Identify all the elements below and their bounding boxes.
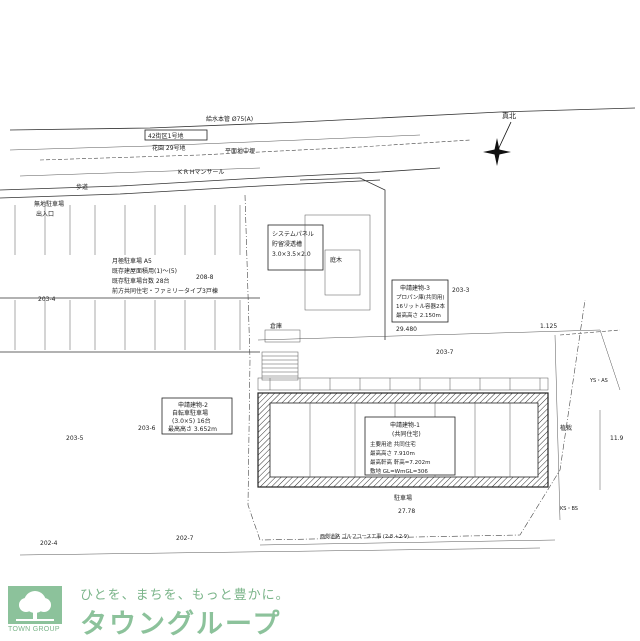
existing-title: 申請建物-2 bbox=[178, 401, 208, 409]
dim-27-label: 27.78 bbox=[398, 508, 415, 515]
top-label-box bbox=[144, 129, 208, 141]
tree-right-label: 植栽 bbox=[560, 424, 572, 432]
parking-title-label: 月極駐車場 A5 bbox=[112, 257, 152, 265]
compass-label: 真北 bbox=[502, 111, 516, 120]
lot-202-4-label: 202-4 bbox=[40, 540, 58, 547]
annex-l2: 16リットル容器2本 bbox=[396, 302, 445, 310]
main-l3: 最高軒高 軒高=7.202m bbox=[370, 458, 430, 466]
brand-sub-label: TOWN GROUP bbox=[8, 626, 60, 633]
lot-203-7-label: 203-7 bbox=[436, 349, 454, 356]
road-top-label: 給水本管 Ø75(A) bbox=[206, 115, 253, 123]
dim-29-label: 29.480 bbox=[396, 326, 417, 333]
main-l2: 最高高さ 7.910m bbox=[370, 449, 415, 457]
annex-title: 申請建物-3 bbox=[400, 284, 430, 292]
property-boundary bbox=[19, 177, 621, 556]
lot-203-3-label: 203-3 bbox=[452, 287, 470, 294]
lot-202-7-label: 202-7 bbox=[176, 535, 194, 542]
tank-label-2: 貯留浸透槽 bbox=[272, 240, 302, 248]
existing-height: 最高高さ 3.652m bbox=[168, 425, 217, 433]
tree-logo-icon bbox=[8, 586, 62, 624]
road-mark-label: 歩道 bbox=[76, 183, 88, 191]
compass-arrow-icon bbox=[483, 121, 512, 166]
lot-203-4-label: 203-4 bbox=[38, 296, 56, 303]
parking-lot-label: 無地駐車場 bbox=[34, 200, 64, 208]
kr-mansion-label: K R Hマンサール bbox=[178, 169, 224, 176]
parking-note3-label: 前方共同住宅・ファミリータイプ3戸棟 bbox=[112, 287, 218, 295]
building-42-label: 42街区1号地 bbox=[148, 132, 183, 140]
right-dimension bbox=[554, 329, 621, 521]
lot-203-5-label: 203-5 bbox=[66, 435, 84, 442]
south-road-label: 西側道路 ゴルフコース工事 (2-8 +2-9) bbox=[320, 533, 409, 540]
annex-box bbox=[391, 279, 449, 323]
brand-name: タウングループ bbox=[80, 609, 282, 640]
main-l1: 主要用途 共同住宅 bbox=[370, 440, 416, 448]
tank-label-1: システムパネル bbox=[272, 231, 314, 238]
main-sub: (共同住宅) bbox=[392, 430, 421, 438]
annex-height: 最高高さ 2.150m bbox=[396, 311, 441, 319]
dim-1125-label: 1.125 bbox=[540, 323, 557, 330]
annex-sub: プロパン庫(共同用) bbox=[396, 293, 445, 301]
stair bbox=[261, 351, 299, 381]
tank-label-3: 3.0×3.5×2.0 bbox=[272, 251, 311, 258]
existing-dims: (3.0×5) 16台 bbox=[172, 417, 211, 425]
main-l4: 敷地 GL=WmGL=306 bbox=[370, 467, 428, 475]
building-garage-label: 花園 29号地 bbox=[152, 144, 186, 152]
existing-sub: 自転車駐車場 bbox=[172, 409, 208, 417]
spot-ys-label: YS・AS bbox=[589, 378, 608, 384]
main-title: 申請建物-1 bbox=[390, 421, 420, 429]
lot-203-6-label: 203-6 bbox=[138, 425, 156, 432]
garden-label: 庭木 bbox=[330, 256, 342, 264]
parking-note1-label: 既存建屋面積用(1)〜(5) bbox=[112, 267, 177, 275]
spot-ks-label: KS・BS bbox=[560, 506, 578, 512]
road-line-label: 平面地中埋 bbox=[225, 147, 255, 155]
tank-area bbox=[264, 214, 371, 343]
existing-building-box bbox=[161, 397, 233, 435]
dim-11-9-label: 11.9 bbox=[610, 435, 624, 442]
storage-label: 倉庫 bbox=[270, 322, 282, 330]
parking-stalls bbox=[0, 205, 260, 353]
lane-label: 駐車場 bbox=[394, 494, 412, 502]
brand-footer: TOWN GROUP ひとを、まちを、もっと豊かに。 タウングループ bbox=[0, 580, 640, 640]
main-info-box bbox=[364, 416, 456, 476]
parking-exit-label: 出入口 bbox=[36, 210, 54, 218]
parking-note2-label: 既存駐車場台数 28台 bbox=[112, 277, 170, 285]
brand-tagline: ひとを、まちを、もっと豊かに。 bbox=[80, 588, 290, 603]
lot-208-label: 208-8 bbox=[196, 274, 214, 281]
upper-road bbox=[0, 107, 636, 199]
balcony-strip bbox=[257, 377, 549, 391]
